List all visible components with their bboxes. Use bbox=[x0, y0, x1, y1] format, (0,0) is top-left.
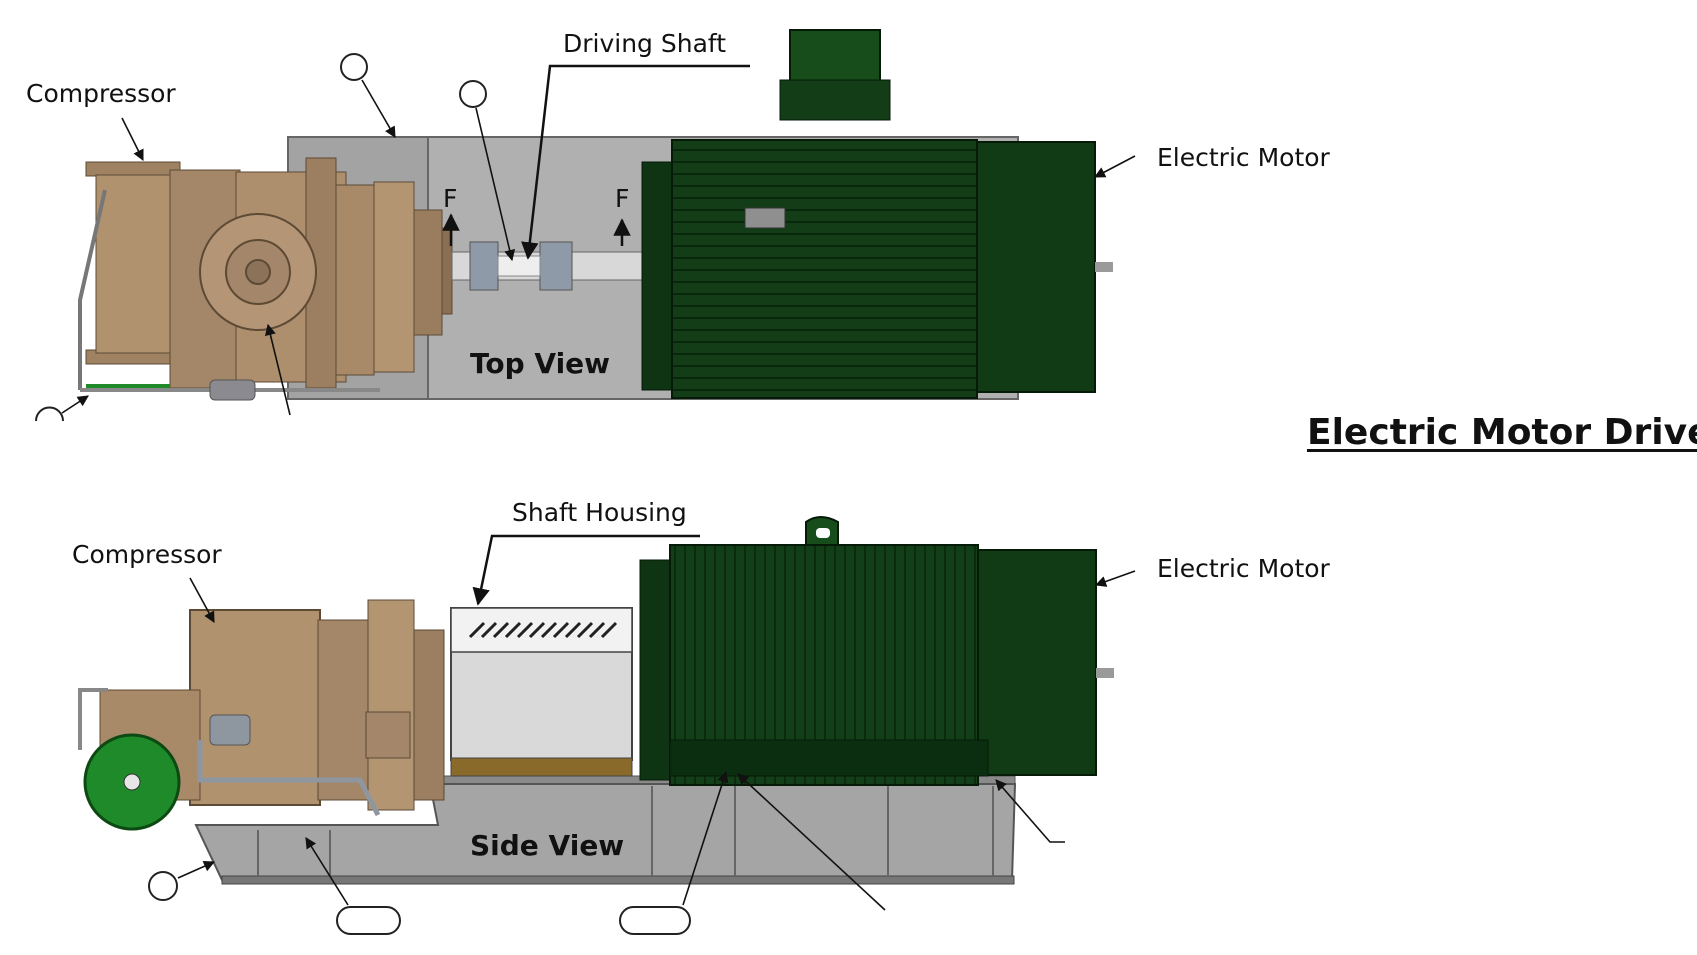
side-electric-motor bbox=[639, 516, 1114, 786]
top-electric-motor bbox=[641, 29, 1113, 399]
side-compressor-label: Compressor bbox=[72, 540, 222, 569]
side-view bbox=[78, 516, 1136, 935]
top-compressor bbox=[78, 157, 453, 401]
leader-arrow bbox=[475, 107, 516, 262]
side-shaft-housing bbox=[450, 607, 633, 777]
leader-arrow bbox=[682, 770, 729, 906]
callout-bubble bbox=[148, 871, 178, 901]
callout-bubble bbox=[619, 906, 691, 935]
leader-arrow bbox=[305, 837, 349, 906]
top-view-label: Top View bbox=[470, 347, 611, 380]
driving-shaft-label: Driving Shaft bbox=[563, 29, 727, 58]
leader-arrow bbox=[61, 395, 89, 414]
leader-arrow bbox=[995, 779, 1065, 843]
side-view-label: Side View bbox=[470, 829, 625, 862]
leader-arrow bbox=[737, 773, 886, 911]
top-electric-motor-label: Electric Motor bbox=[1157, 143, 1330, 172]
flow-marker-right: F bbox=[615, 184, 630, 213]
callout-bubble bbox=[35, 406, 64, 422]
leader-arrow bbox=[1094, 155, 1136, 178]
shaft-housing-label: Shaft Housing bbox=[512, 498, 687, 527]
leader-arrow bbox=[361, 79, 396, 138]
leader-arrow bbox=[521, 64, 750, 260]
top-compressor-label: Compressor bbox=[26, 79, 176, 108]
leader-arrow bbox=[177, 860, 216, 879]
side-compressor bbox=[78, 599, 445, 831]
leader-arrow bbox=[472, 534, 700, 606]
side-electric-motor-label: Electric Motor bbox=[1157, 554, 1330, 583]
callout-bubble bbox=[340, 53, 368, 81]
callout-bubble bbox=[336, 906, 401, 935]
leader-arrow bbox=[189, 577, 215, 623]
page-title: Electric Motor Driver bbox=[1307, 412, 1697, 453]
flow-marker-left: F bbox=[443, 184, 458, 213]
leader-arrow bbox=[121, 117, 144, 162]
top-view bbox=[35, 29, 1136, 422]
leader-arrow bbox=[1094, 570, 1136, 587]
leader-arrow bbox=[264, 323, 291, 416]
callout-bubble bbox=[459, 80, 487, 108]
